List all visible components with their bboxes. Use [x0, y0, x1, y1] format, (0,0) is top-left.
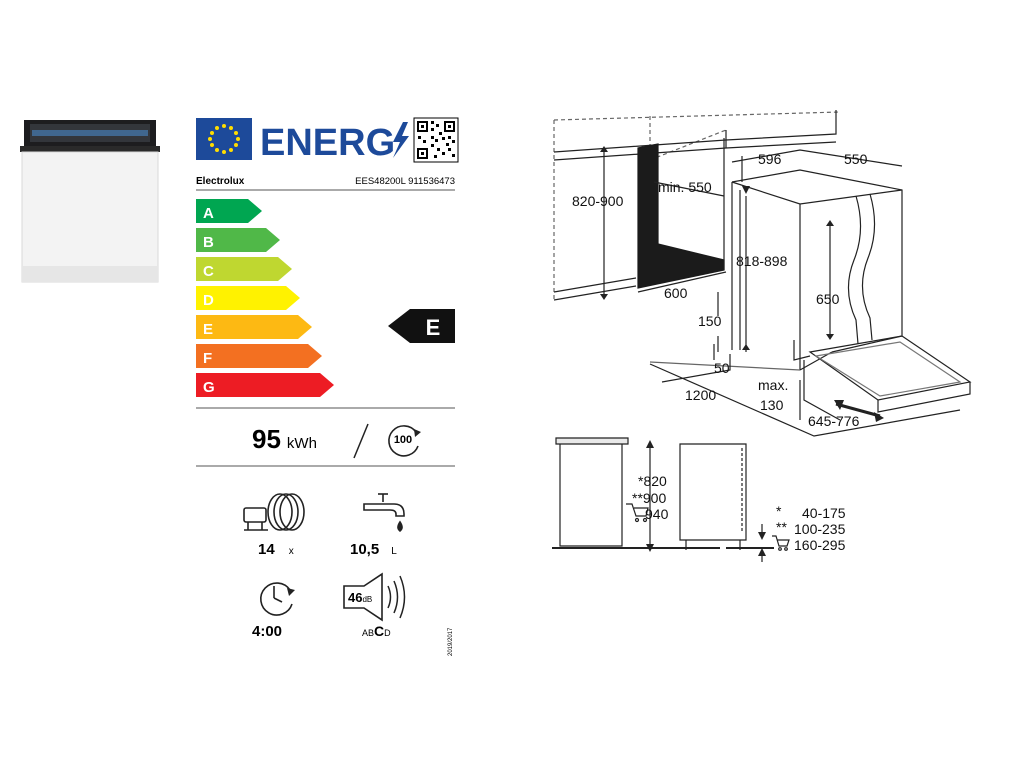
- brand-name: Electrolux: [196, 176, 245, 187]
- lightning-icon: [393, 122, 409, 158]
- dim-door-height: 650: [816, 291, 840, 307]
- dim-max-label: max.: [758, 377, 788, 393]
- cycles-value: 100: [394, 434, 412, 446]
- clock-icon: [260, 582, 295, 616]
- dishwasher-photo: [20, 120, 160, 283]
- noise-level: 46dB: [348, 590, 372, 605]
- water-tap-icon: [363, 493, 405, 533]
- dim-depth: 550: [844, 151, 868, 167]
- adjust-row2-mark: **: [776, 519, 787, 535]
- class-bar-b: B: [196, 228, 280, 252]
- class-bar-e: E: [196, 315, 312, 339]
- dim-height-range: 820-900: [572, 193, 624, 209]
- model-number: EES48200L 911536473: [355, 176, 455, 187]
- class-bar-g: G: [196, 373, 334, 397]
- adjust-row1-value: 40-175: [802, 505, 846, 521]
- energy-label: ENERG Electrolux EES48200L 911536473 A B…: [196, 117, 459, 656]
- class-letter: G: [203, 379, 215, 396]
- dim-niche-width: 600: [664, 285, 688, 301]
- cart-icon: [626, 503, 649, 523]
- eu-stars: [208, 124, 240, 154]
- rating-arrow: E: [388, 309, 455, 343]
- side-h1: *820: [638, 473, 667, 489]
- side-h3: 940: [645, 506, 669, 522]
- dim-body-height: 818-898: [736, 253, 788, 269]
- qr-code-icon: [413, 117, 459, 163]
- energy-wordmark: ENERG: [260, 122, 395, 164]
- class-bar-d: D: [196, 286, 300, 310]
- class-bar-f: F: [196, 344, 322, 368]
- class-letter: E: [203, 321, 213, 338]
- class-letter: C: [203, 263, 214, 280]
- dim-door-slide: 645-776: [808, 413, 860, 429]
- adjust-row1-mark: *: [776, 503, 782, 519]
- dim-width: 596: [758, 151, 782, 167]
- rating-letter: E: [426, 315, 441, 340]
- class-letter: D: [203, 292, 214, 309]
- class-letter: F: [203, 350, 212, 367]
- class-bar-c: C: [196, 257, 292, 281]
- adjust-row3-value: 160-295: [794, 537, 846, 553]
- dim-door-open: 1200: [685, 387, 716, 403]
- cycles-icon: [388, 425, 421, 457]
- dim-gap: 50: [714, 360, 730, 376]
- dishes-icon: [243, 493, 305, 531]
- class-bar-a: A: [196, 199, 262, 223]
- installation-diagram: 820-900 min. 550 596 550 600 818-898 650…: [552, 110, 972, 562]
- cart-icon-2: [772, 535, 790, 551]
- program-duration: 4:00: [252, 623, 282, 640]
- side-h2: **900: [632, 490, 666, 506]
- speaker-icon: [343, 572, 406, 622]
- adjust-row2-value: 100-235: [794, 521, 846, 537]
- dim-max-value: 130: [760, 397, 784, 413]
- dim-plinth: 150: [698, 313, 722, 329]
- class-letter: B: [203, 234, 214, 251]
- regulation-number: 2019/2017: [448, 627, 454, 656]
- dim-min-depth: min. 550: [658, 179, 712, 195]
- class-letter: A: [203, 205, 214, 222]
- noise-class-scale: ABCD: [362, 623, 391, 639]
